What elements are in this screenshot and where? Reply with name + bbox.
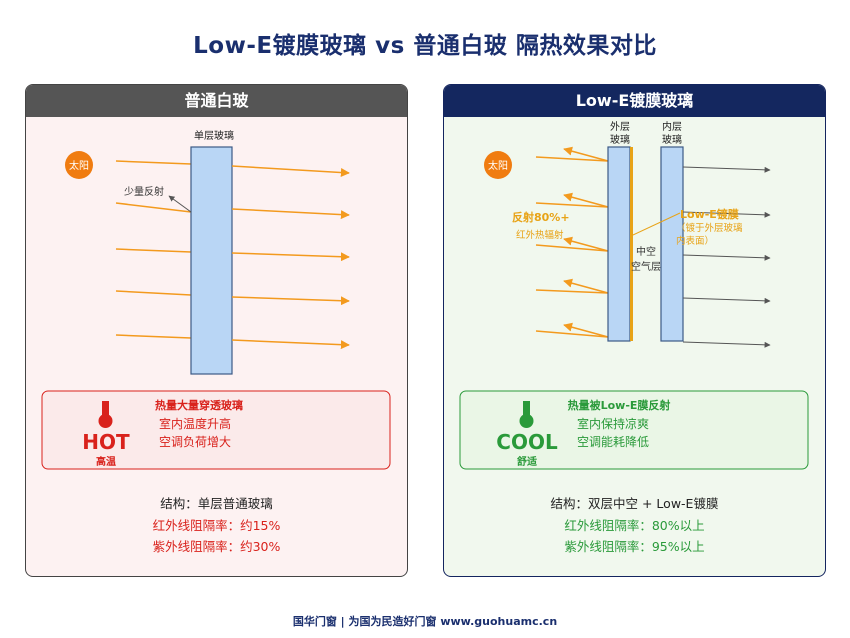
inner-glass-pane	[660, 146, 684, 342]
incoming-ray	[115, 248, 192, 253]
cool-label: COOL	[496, 430, 558, 454]
incoming-ray	[115, 202, 192, 213]
single-glass-label: 单层玻璃	[194, 129, 234, 142]
transmitted-ray	[231, 208, 350, 220]
page-title: Low-E镀膜玻璃 vs 普通白玻 隔热效果对比	[193, 33, 657, 59]
plain-result-line1: 室内温度升高	[159, 416, 231, 431]
weak-transmitted-ray	[682, 341, 771, 348]
incoming-ray	[535, 289, 609, 294]
outer-glass-label-1: 外层	[610, 121, 630, 133]
plain-glass-panel: 普通白玻 单层玻璃 太阳 少量反射	[25, 84, 408, 577]
thermometer-cool-icon	[519, 401, 534, 428]
plain-result-line2: 空调负荷增大	[159, 435, 231, 449]
single-glass-pane	[190, 146, 233, 375]
weak-transmitted-ray	[682, 297, 771, 304]
reflected-ray	[563, 322, 609, 338]
plain-uv-rate: 紫外线阻隔率：约30%	[152, 539, 281, 554]
lowe-glass-diagram: 外层 玻璃 内层 玻璃 太阳 反射80%+ 红外	[459, 120, 809, 470]
hot-sublabel: 高温	[96, 455, 116, 468]
lowe-uv-rate: 紫外线阻隔率：95%以上	[564, 539, 705, 554]
weak-transmitted-ray	[682, 166, 771, 173]
lowe-coating-label: Low-E镀膜	[680, 207, 739, 221]
plain-glass-header: 普通白玻	[26, 85, 407, 117]
reflected-ray	[563, 278, 609, 294]
lowe-coating-note-1: （镀于外层玻璃	[676, 222, 743, 234]
lowe-result-headline: 热量被Low-E膜反射	[568, 398, 671, 412]
reflection-arrow	[168, 195, 192, 213]
lowe-structure: 结构：双层中空 + Low-E镀膜	[550, 496, 719, 511]
reflected-ray	[563, 192, 609, 208]
lowe-coating-note-2: 内表面）	[676, 235, 714, 247]
transmitted-ray	[231, 252, 350, 262]
incoming-ray	[115, 290, 192, 296]
plain-result-headline: 热量大量穿透玻璃	[155, 398, 243, 412]
outer-glass-label-2: 玻璃	[610, 133, 630, 146]
lowe-result-line1: 室内保持凉爽	[577, 416, 649, 431]
incoming-ray	[535, 330, 609, 338]
sun-label: 太阳	[488, 159, 508, 172]
lowe-coating	[630, 147, 633, 341]
lowe-ir-rate: 红外线阻隔率：80%以上	[564, 518, 705, 533]
transmitted-ray	[231, 165, 350, 178]
outer-glass-pane	[607, 146, 631, 342]
coating-leader-line	[632, 212, 681, 236]
incoming-ray	[115, 160, 192, 165]
plain-glass-diagram: 单层玻璃 太阳 少量反射 HOT 高温 热量大量穿透玻璃 室内温度升高 空	[41, 129, 391, 470]
plain-result-box	[41, 390, 391, 470]
inner-glass-label-1: 内层	[662, 120, 682, 133]
inner-glass-label-2: 玻璃	[662, 133, 682, 146]
weak-transmitted-ray	[682, 254, 771, 261]
air-gap-label-2: 空气层	[631, 260, 661, 273]
lowe-result-line2: 空调能耗降低	[577, 435, 649, 449]
transmitted-ray	[231, 296, 350, 306]
lowe-result-box	[459, 390, 809, 470]
incoming-ray	[535, 244, 609, 252]
reflection-label: 少量反射	[124, 186, 164, 198]
cool-sublabel: 舒适	[517, 455, 537, 468]
sun-label: 太阳	[69, 159, 89, 172]
lowe-glass-panel: Low-E镀膜玻璃 外层 玻璃 内层 玻璃 太阳	[443, 84, 826, 577]
footer: 国华门窗 | 为国为民造好门窗 www.guohuamc.cn	[292, 615, 558, 628]
reflect-ir-label: 红外热辐射	[516, 229, 564, 241]
incoming-ray	[115, 334, 192, 339]
sun-icon	[484, 151, 512, 179]
sun-icon	[65, 151, 93, 179]
incoming-ray	[535, 156, 609, 162]
reflected-ray	[563, 236, 609, 252]
thermometer-hot-icon	[98, 401, 113, 428]
air-gap-label-1: 中空	[636, 245, 656, 258]
lowe-glass-header: Low-E镀膜玻璃	[444, 85, 825, 117]
hot-label: HOT	[82, 430, 130, 454]
plain-structure: 结构：单层普通玻璃	[160, 496, 273, 511]
reflect-percent-label: 反射80%+	[512, 210, 570, 224]
plain-ir-rate: 红外线阻隔率：约15%	[152, 518, 281, 533]
transmitted-ray	[231, 339, 350, 350]
reflected-ray	[563, 146, 609, 162]
weak-transmitted-ray	[682, 211, 771, 218]
incoming-ray	[535, 202, 609, 208]
